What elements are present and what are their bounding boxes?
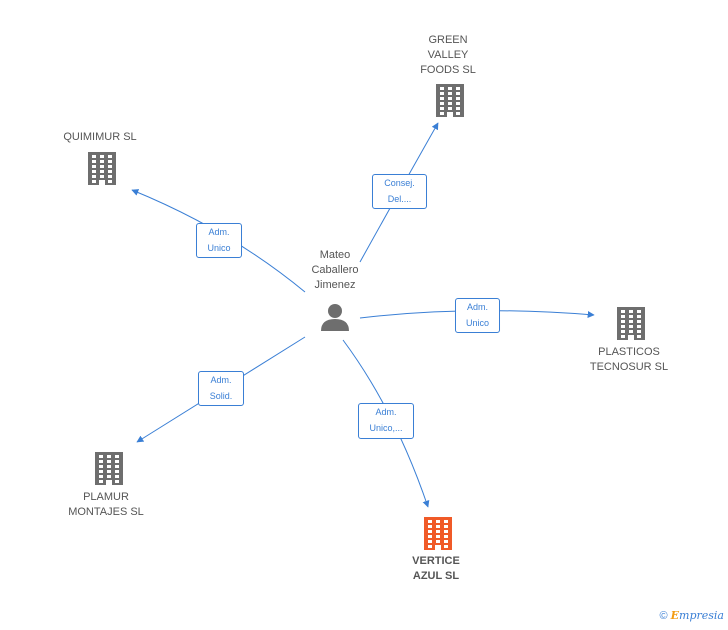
- company-label-green-valley[interactable]: GREEN VALLEY FOODS SL: [420, 34, 476, 76]
- relation-label-green-valley[interactable]: Consej. Del....: [372, 174, 427, 209]
- building-icon[interactable]: [617, 307, 645, 340]
- brand-initial: E: [670, 609, 680, 622]
- relation-label-vertice[interactable]: Adm. Unico,...: [358, 403, 414, 439]
- person-label[interactable]: Mateo Caballero Jimenez: [311, 249, 359, 291]
- company-label-vertice[interactable]: VERTICE AZUL SL: [412, 555, 460, 582]
- relation-label-quimimur[interactable]: Adm. Unico: [196, 223, 242, 258]
- company-label-quimimur[interactable]: QUIMIMUR SL: [63, 131, 137, 143]
- building-icon[interactable]: [436, 84, 464, 117]
- person-icon[interactable]: [321, 304, 349, 331]
- empresia-logo[interactable]: ©Empresia: [660, 609, 724, 622]
- brand-name: mpresia: [679, 609, 724, 622]
- company-label-plasticos[interactable]: PLASTICOS TECNOSUR SL: [589, 346, 669, 373]
- relation-label-plamur[interactable]: Adm. Solid.: [198, 371, 244, 406]
- building-icon[interactable]: [88, 152, 116, 185]
- company-label-plamur[interactable]: PLAMUR MONTAJES SL: [68, 491, 144, 518]
- building-icon[interactable]: [95, 452, 123, 485]
- relation-label-plasticos[interactable]: Adm. Unico: [455, 298, 500, 333]
- copyright-symbol: ©: [659, 610, 668, 622]
- building-icon[interactable]: [424, 517, 452, 550]
